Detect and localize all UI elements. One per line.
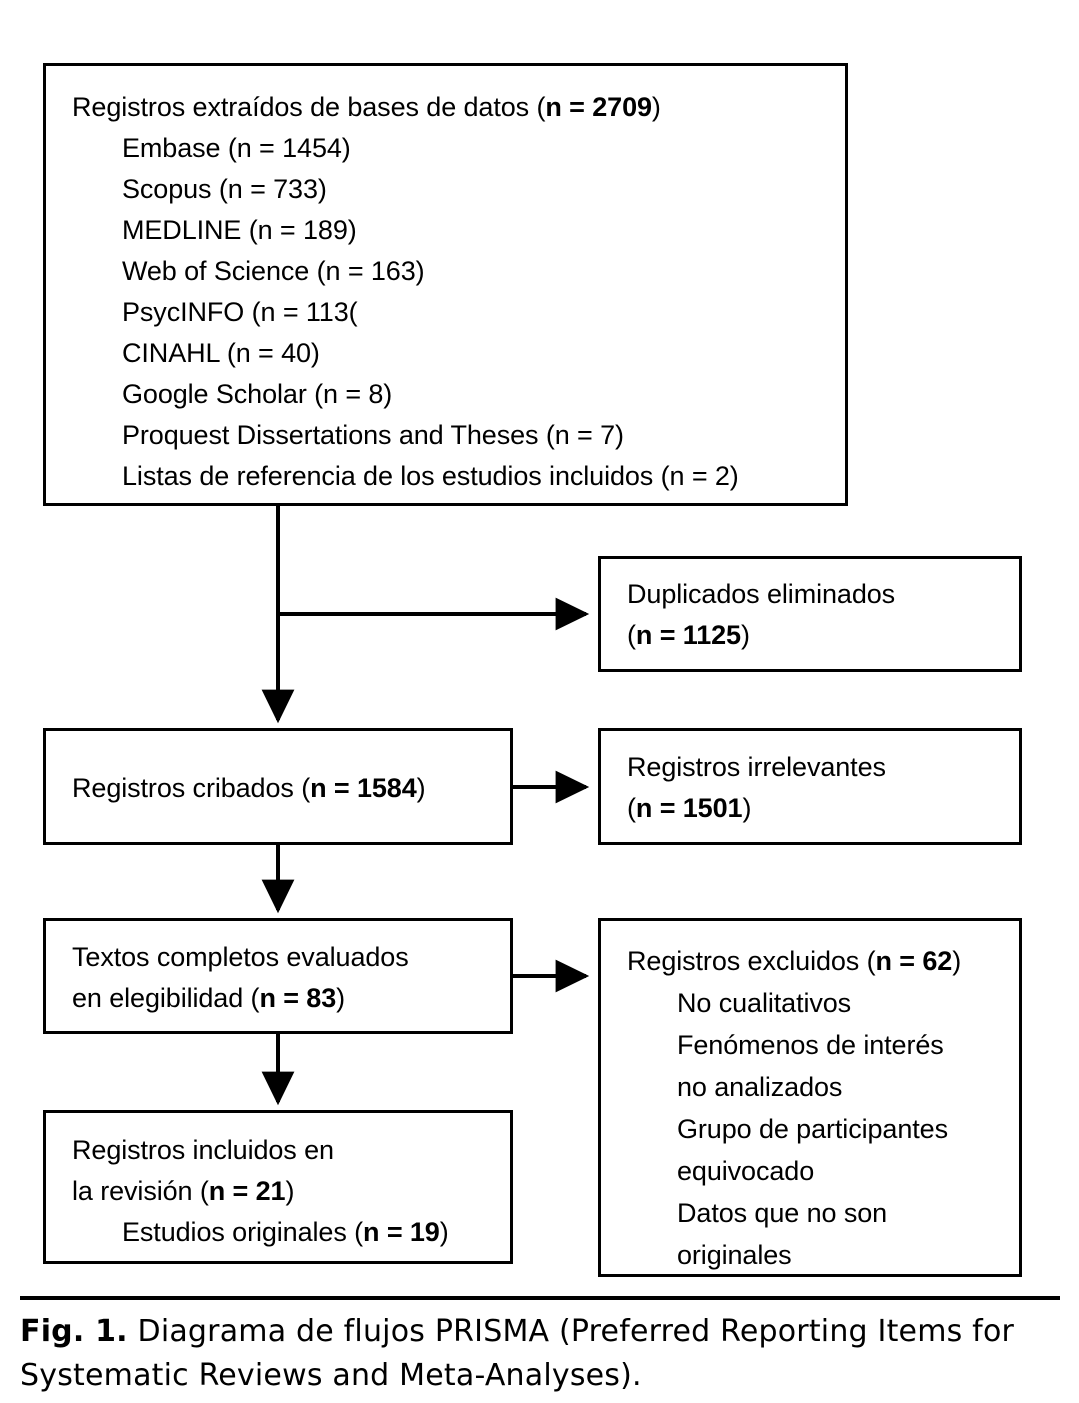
exclusion-reason: equivocado	[677, 1156, 815, 1186]
irrelevant-count-line: (n = 1501)	[627, 788, 1011, 829]
box-duplicates-removed-text: Duplicados eliminados (n = 1125)	[627, 574, 1011, 656]
screened-label: Registros cribados (	[72, 773, 311, 803]
source-item: Web of Science (n = 163)	[122, 256, 425, 286]
records-identified-title-prefix: Registros extraídos de bases de datos (	[72, 92, 546, 122]
box-records-irrelevant: Registros irrelevantes (n = 1501)	[598, 728, 1022, 845]
box-records-irrelevant-text: Registros irrelevantes (n = 1501)	[627, 747, 1011, 829]
included-label-2: la revisión (	[72, 1176, 209, 1206]
box-fulltext-eligibility-text: Textos completos evaluados en elegibilid…	[72, 937, 502, 1019]
exclusion-reason: originales	[677, 1240, 792, 1270]
irrelevant-label: Registros irrelevantes	[627, 752, 886, 782]
original-studies-paren-close: )	[439, 1217, 449, 1247]
source-item: Google Scholar (n = 8)	[122, 379, 393, 409]
included-count: n = 21	[208, 1176, 286, 1206]
exclusion-reason: No cualitativos	[677, 988, 852, 1018]
fulltext-count: n = 83	[259, 983, 337, 1013]
included-count-line: la revisión (n = 21)	[72, 1171, 502, 1212]
duplicates-label: Duplicados eliminados	[627, 579, 896, 609]
box-fulltext-eligibility: Textos completos evaluados en elegibilid…	[43, 918, 513, 1034]
exclusion-reason: Datos que no son	[677, 1198, 888, 1228]
exclusion-reason: Grupo de participantes	[677, 1114, 948, 1144]
source-item: Listas de referencia de los estudios inc…	[122, 461, 739, 491]
source-item: Scopus (n = 733)	[122, 174, 327, 204]
fulltext-paren-close: )	[336, 983, 346, 1013]
fulltext-label: Textos completos evaluados	[72, 942, 409, 972]
box-records-identified: Registros extraídos de bases de datos (n…	[43, 63, 848, 506]
figure-caption: Fig. 1. Diagrama de flujos PRISMA (Prefe…	[20, 1310, 1065, 1398]
records-identified-count: n = 2709	[545, 92, 652, 122]
excluded-paren-close: )	[952, 946, 962, 976]
screened-count: n = 1584	[310, 773, 417, 803]
original-studies-count: n = 19	[363, 1217, 440, 1247]
irrelevant-count: n = 1501	[635, 793, 743, 823]
excluded-title: Registros excluidos (n = 62)	[627, 940, 1011, 982]
figure-caption-text: Diagrama de flujos PRISMA (Preferred Rep…	[20, 1314, 1015, 1393]
box-records-identified-text: Registros extraídos de bases de datos (n…	[72, 87, 837, 497]
records-identified-title-suffix: )	[651, 92, 661, 122]
box-duplicates-removed: Duplicados eliminados (n = 1125)	[598, 556, 1022, 672]
excluded-count: n = 62	[875, 946, 953, 976]
screened-line: Registros cribados (n = 1584)	[72, 768, 502, 809]
records-identified-title: Registros extraídos de bases de datos (n…	[72, 87, 837, 128]
box-records-included-text: Registros incluidos en la revisión (n = …	[72, 1130, 502, 1253]
irrelevant-paren-close: )	[742, 793, 752, 823]
source-item: Embase (n = 1454)	[122, 133, 351, 163]
duplicates-paren-close: )	[740, 620, 750, 650]
original-studies-line: Estudios originales (n = 19)	[72, 1212, 502, 1253]
box-records-excluded-text: Registros excluidos (n = 62) No cualitat…	[627, 940, 1011, 1276]
box-records-included: Registros incluidos en la revisión (n = …	[43, 1110, 513, 1264]
caption-divider	[20, 1296, 1060, 1300]
source-item: Proquest Dissertations and Theses (n = 7…	[122, 420, 624, 450]
source-item: MEDLINE (n = 189)	[122, 215, 357, 245]
fulltext-label-2: en elegibilidad (	[72, 983, 260, 1013]
duplicates-count-line: (n = 1125)	[627, 615, 1011, 656]
exclusion-reason: Fenómenos de interés	[677, 1030, 944, 1060]
figure-label: Fig. 1.	[20, 1314, 128, 1349]
irrelevant-paren-open: (	[627, 793, 636, 823]
included-paren-close: )	[285, 1176, 295, 1206]
included-label: Registros incluidos en	[72, 1135, 334, 1165]
excluded-title-prefix: Registros excluidos (	[627, 946, 876, 976]
fulltext-count-line: en elegibilidad (n = 83)	[72, 978, 502, 1019]
duplicates-count: n = 1125	[635, 620, 741, 650]
duplicates-paren-open: (	[627, 620, 636, 650]
box-records-screened-text: Registros cribados (n = 1584)	[72, 768, 502, 809]
original-studies-label: Estudios originales (	[122, 1217, 364, 1247]
box-records-excluded: Registros excluidos (n = 62) No cualitat…	[598, 918, 1022, 1277]
screened-paren-close: )	[416, 773, 426, 803]
box-records-screened: Registros cribados (n = 1584)	[43, 728, 513, 845]
source-item: CINAHL (n = 40)	[122, 338, 320, 368]
exclusion-reason: no analizados	[677, 1072, 843, 1102]
source-item: PsycINFO (n = 113(	[122, 297, 358, 327]
